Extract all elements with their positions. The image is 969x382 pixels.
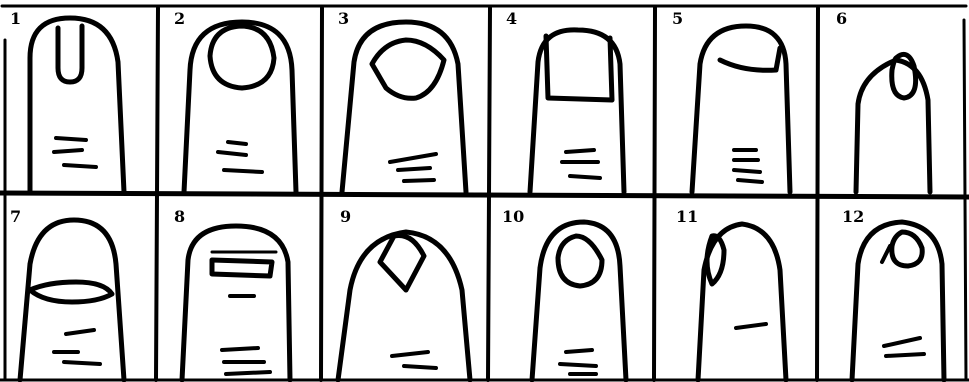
finger-1 (30, 18, 124, 192)
finger-2 (184, 22, 296, 192)
panel-label-8: 8 (174, 207, 185, 226)
panel-label-6: 6 (836, 9, 847, 28)
finger-5 (692, 26, 790, 192)
finger-6 (856, 54, 930, 192)
finger-7 (20, 220, 124, 380)
panel-label-2: 2 (174, 9, 185, 28)
panel-label-10: 10 (502, 207, 524, 226)
panel-label-9: 9 (340, 207, 351, 226)
finger-9 (338, 232, 470, 380)
panel-label-5: 5 (672, 9, 683, 28)
finger-3 (342, 22, 466, 192)
panel-label-3: 3 (338, 9, 349, 28)
panel-label-11: 11 (676, 207, 698, 226)
finger-12 (852, 222, 944, 380)
grid-lines (0, 6, 969, 380)
panel-label-4: 4 (506, 9, 517, 28)
panel-label-12: 12 (842, 207, 864, 226)
finger-11 (698, 224, 786, 380)
panel-label-1: 1 (10, 9, 21, 28)
finger-8 (182, 226, 290, 380)
finger-4 (530, 30, 624, 192)
finger-10 (532, 222, 626, 380)
panel-label-7: 7 (10, 207, 21, 226)
